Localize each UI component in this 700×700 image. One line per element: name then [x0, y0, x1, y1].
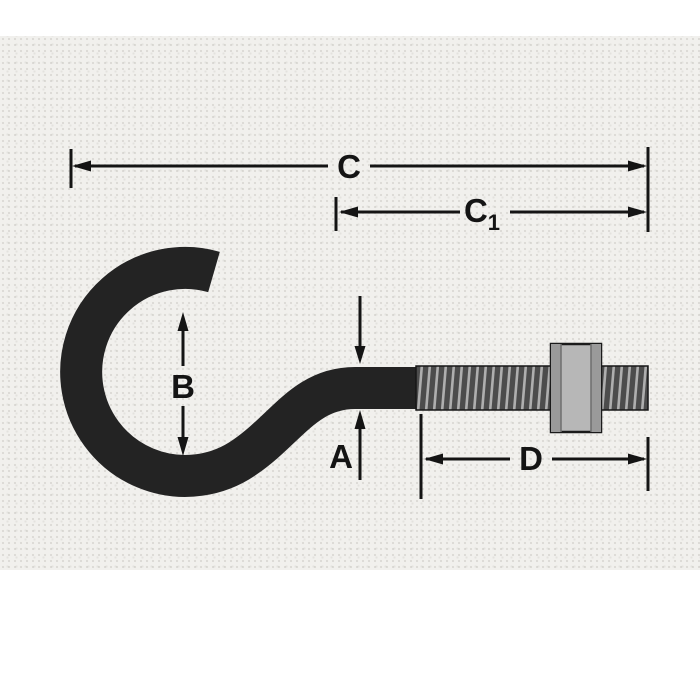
- arrowhead-left: [424, 453, 443, 465]
- arrowhead-left: [72, 160, 91, 172]
- speckled-paper-background: [0, 36, 700, 570]
- arrowhead-bottom: [177, 437, 189, 456]
- dimension-label-c1-subscript: 1: [488, 210, 500, 235]
- arrowhead-right: [628, 206, 647, 218]
- arrowhead-top: [177, 312, 189, 331]
- arrowhead-right: [628, 160, 647, 172]
- dimension-a: A: [329, 296, 366, 480]
- hook-bolt-body: [60, 247, 648, 497]
- threaded-shank: [415, 365, 649, 411]
- dimension-label-a: A: [329, 438, 353, 475]
- arrowhead-right: [628, 453, 647, 465]
- dimension-label-d: D: [519, 440, 543, 477]
- dimension-label-b: B: [171, 368, 195, 405]
- hook-bolt: [60, 247, 649, 497]
- arrowhead-down: [354, 346, 366, 364]
- hex-nut-right-facet: [591, 344, 601, 432]
- dimension-c1: C1: [334, 192, 647, 235]
- hex-nut: [549, 342, 603, 434]
- dimension-d: D: [419, 414, 650, 499]
- hex-nut-left-facet: [551, 344, 561, 432]
- dimension-label-c: C: [337, 148, 361, 185]
- dimension-label-c1: C1: [464, 192, 500, 235]
- dimension-c: C: [69, 147, 650, 232]
- arrowhead-left: [339, 206, 358, 218]
- arrowhead-up: [354, 410, 366, 429]
- dimension-b: B: [171, 312, 195, 456]
